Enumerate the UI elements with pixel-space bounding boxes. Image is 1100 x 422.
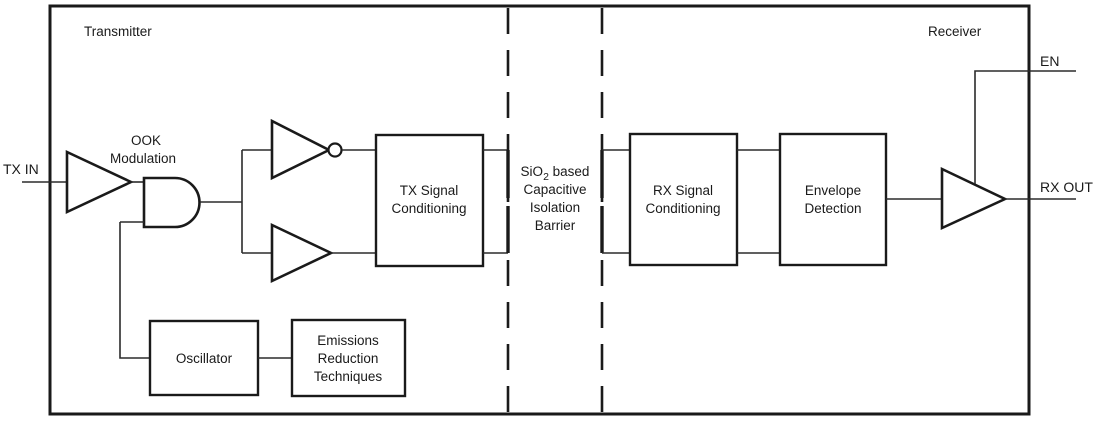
envelope-detection-label-line1: Envelope — [805, 183, 861, 198]
oscillator-to-and-gate-wire — [119, 222, 150, 359]
transmitter-section-label: Transmitter — [84, 24, 152, 39]
envelope-detection-label-line2: Detection — [804, 201, 861, 216]
tx-signal-conditioning-box — [374, 133, 485, 268]
oscillator-label: Oscillator — [176, 351, 233, 366]
and-gate — [142, 176, 201, 229]
tx-inverter-triangle — [270, 118, 332, 181]
barrier-label-line3: Isolation — [530, 200, 580, 215]
emissions-reduction-box — [290, 318, 407, 398]
rx-signal-conditioning-label-line1: RX Signal — [653, 183, 713, 198]
emissions-reduction-label-line3: Techniques — [314, 369, 383, 384]
barrier-label-line1: SiO2 based — [521, 164, 590, 183]
tx-buffer-triangle — [270, 222, 335, 284]
input-buffer-triangle — [65, 149, 135, 215]
enable-label: EN — [1040, 53, 1059, 69]
emissions-reduction-label-line1: Emissions — [317, 333, 379, 348]
output-buffer-triangle — [940, 166, 1009, 231]
emissions-reduction-label-line2: Reduction — [318, 351, 379, 366]
barrier-sio2-subscript: 2 — [543, 171, 549, 183]
rx-out-label: RX OUT — [1040, 179, 1093, 195]
rx-signal-conditioning-box — [628, 132, 739, 267]
tx-inverter-bubble-icon — [327, 142, 343, 158]
rx-signal-conditioning-label-line2: Conditioning — [645, 201, 720, 216]
receiver-section-label: Receiver — [928, 24, 982, 39]
envelope-detection-box — [778, 132, 888, 267]
tx-in-label: TX IN — [3, 161, 39, 177]
barrier-label-line2: Capacitive — [523, 182, 586, 197]
tx-signal-conditioning-label-line2: Conditioning — [391, 201, 466, 216]
ook-label-line1: OOK — [131, 133, 161, 148]
ook-label-line2: Modulation — [110, 151, 176, 166]
device-outline — [48, 4, 1031, 416]
barrier-sio2-prefix: SiO — [521, 164, 544, 179]
barrier-label-line4: Barrier — [535, 218, 576, 233]
barrier-sio2-suffix: based — [549, 164, 590, 179]
enable-wire — [974, 70, 1076, 184]
tx-signal-conditioning-label-line1: TX Signal — [400, 183, 459, 198]
oscillator-box — [148, 319, 260, 397]
